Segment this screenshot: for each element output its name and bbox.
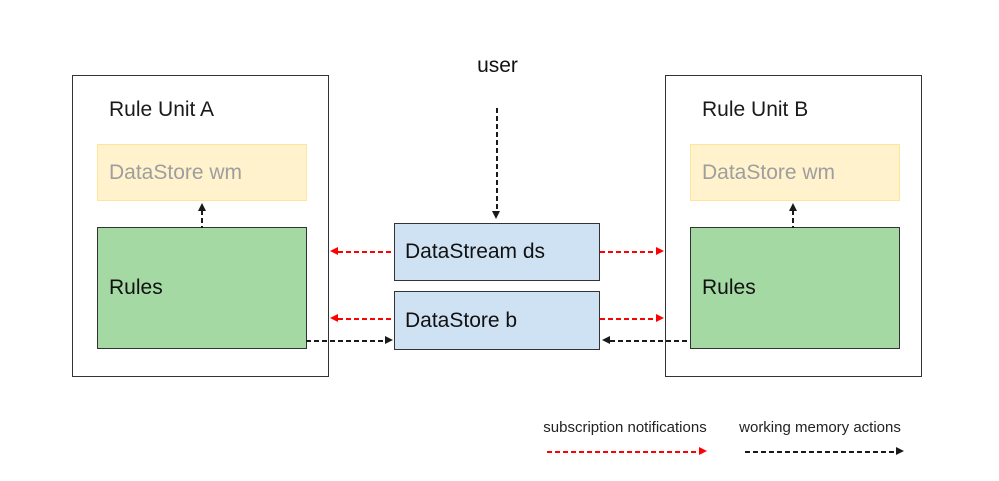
user-label: user	[477, 54, 518, 77]
rule-unit-b-title: Rule Unit B	[702, 98, 809, 121]
subscription-arrow-b-bottom-line	[600, 318, 656, 320]
rule-unit-b-rules-box: Rules	[690, 227, 900, 349]
legend-wm-actions-arrowhead-icon	[896, 447, 904, 455]
subscription-arrowhead-b-bottom-icon	[656, 314, 664, 322]
rule-unit-b-rules-label: Rules	[702, 276, 756, 299]
legend-subscription-arrow-line	[547, 451, 699, 453]
subscription-arrow-a-bottom-line	[338, 318, 394, 320]
user-to-datastream-arrowhead-icon	[492, 211, 500, 219]
legend-wm-actions-label: working memory actions	[739, 419, 901, 436]
legend-subscription-label: subscription notifications	[543, 419, 707, 436]
rules-b-to-wm-arrowhead-icon	[789, 203, 797, 211]
wm-action-arrow-a-line	[306, 340, 385, 342]
rule-unit-a-title: Rule Unit A	[109, 98, 215, 121]
subscription-arrow-b-top-line	[600, 251, 656, 253]
rules-b-to-wm-arrow-line	[792, 210, 794, 228]
datastore-b-label: DataStore b	[405, 308, 518, 332]
datastream-ds-label: DataStream ds	[405, 240, 546, 263]
rule-unit-a-container: Rule Unit A DataStore wm Rules	[72, 75, 329, 377]
subscription-arrowhead-a-top-icon	[330, 247, 338, 255]
datastream-ds-box: DataStream ds	[394, 223, 600, 281]
rule-unit-b-container: Rule Unit B DataStore wm Rules	[665, 75, 922, 377]
datastore-b-box: DataStore b	[394, 291, 600, 350]
legend-wm-actions-arrow-line	[745, 451, 896, 453]
rules-a-to-wm-arrowhead-icon	[198, 203, 206, 211]
wm-action-arrowhead-a-icon	[385, 336, 393, 344]
subscription-arrowhead-a-bottom-icon	[330, 314, 338, 322]
subscription-arrow-a-top-line	[338, 251, 394, 253]
subscription-arrowhead-b-top-icon	[656, 247, 664, 255]
rules-a-to-wm-arrow-line	[201, 210, 203, 228]
rule-unit-b-datastore-wm-box: DataStore wm	[690, 144, 900, 201]
rule-unit-a-rules-box: Rules	[97, 227, 307, 349]
legend-subscription-arrowhead-icon	[699, 447, 707, 455]
wm-action-arrowhead-b-icon	[602, 336, 610, 344]
wm-action-arrow-b-line	[610, 340, 690, 342]
rule-unit-a-rules-label: Rules	[109, 276, 163, 299]
rule-unit-a-datastore-wm-label: DataStore wm	[109, 160, 243, 184]
user-to-datastream-arrow-line	[496, 108, 498, 211]
rule-unit-a-datastore-wm-box: DataStore wm	[97, 144, 307, 201]
rule-unit-b-datastore-wm-label: DataStore wm	[702, 160, 836, 184]
